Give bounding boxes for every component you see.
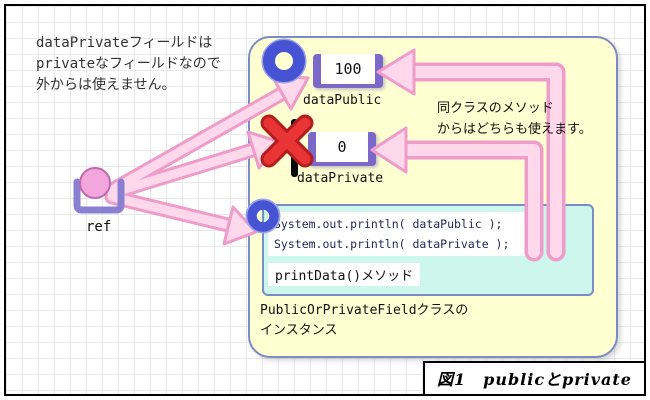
data-public-label: dataPublic [303,93,382,108]
method-code-line2: System.out.println( dataPrivate ); [274,237,510,251]
data-private-label: dataPrivate [297,171,384,186]
same-class-note: 同クラスのメソッド からはどちらも使えます。 [437,98,592,140]
instance-label-line2: インスタンス [260,323,338,338]
method-code: System.out.println( dataPublic ); System… [268,212,530,256]
private-note-line2: privateなフィールドなので [36,56,221,72]
private-note-line3: 外からは使えません。 [36,77,176,93]
instance-label-line1: PublicOrPrivateFieldクラスの [260,303,469,318]
ref-label: ref [86,219,112,235]
figure-caption: 図1 publicとprivate [423,361,644,394]
private-barrier-icon [291,119,298,177]
private-note: dataPrivateフィールドは privateなフィールドなので 外からは使… [36,33,221,96]
same-class-note-line1: 同クラスのメソッド [437,101,554,116]
same-class-note-line2: からはどちらも使えます。 [437,122,592,137]
data-private-value: 0 [337,138,347,156]
instance-label: PublicOrPrivateFieldクラスの インスタンス [260,301,468,341]
data-private-value-box: 0 [308,132,376,166]
data-public-value-box: 100 [313,54,383,88]
method-label: printData()メソッド [268,263,421,286]
private-note-line1: dataPrivateフィールドは [36,35,213,51]
data-public-value: 100 [334,60,362,78]
method-code-line1: System.out.println( dataPublic ); [274,217,503,231]
